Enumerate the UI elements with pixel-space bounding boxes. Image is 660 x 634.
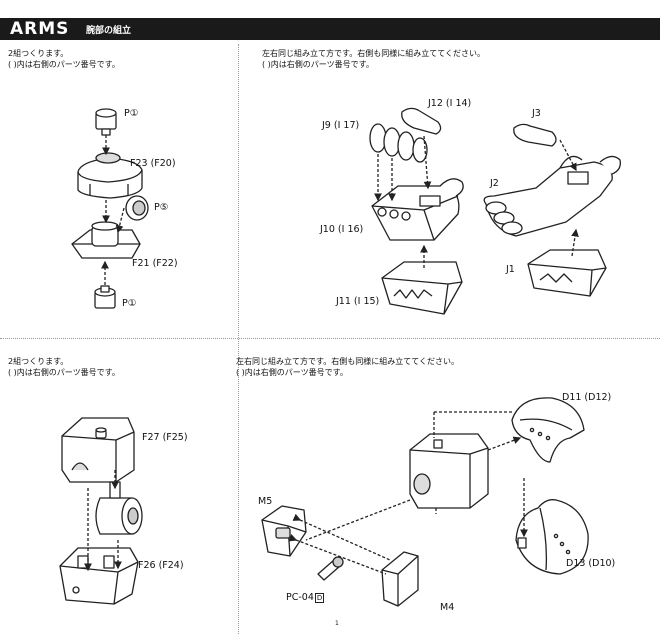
part-j10 (371, 178, 464, 241)
part-j12 (401, 107, 442, 135)
bottom-left-elbow (59, 417, 143, 605)
part-f23 (77, 152, 143, 199)
label-f23: F23 (F20) (130, 158, 176, 169)
part-d11 (511, 397, 585, 463)
label-d11: D11 (D12) (562, 392, 612, 403)
part-p1-bottom (94, 285, 116, 309)
top-left-guides (101, 135, 125, 285)
label-m4: M4 (440, 602, 455, 613)
label-j1: J1 (506, 264, 515, 275)
part-f21 (71, 221, 141, 259)
bottom-left-guides (84, 470, 122, 572)
part-p1-top (95, 108, 117, 136)
label-f26: F26 (F24) (138, 560, 184, 571)
label-j12: J12 (I 14) (428, 98, 472, 109)
section-title: ARMS (10, 19, 70, 39)
label-j11: J11 (I 15) (336, 296, 380, 307)
part-joint-cylinder (95, 481, 143, 535)
part-m5 (261, 505, 307, 557)
bottom-right-shoulder (261, 397, 589, 607)
top-right-guides-right (559, 139, 579, 257)
part-j3 (513, 123, 557, 147)
label-j2: J2 (490, 178, 499, 189)
header-bar: ARMS 腕部の組立 (0, 18, 660, 40)
part-shoulder-block (409, 433, 489, 509)
part-j2 (483, 155, 621, 237)
label-f21: F21 (F22) (132, 258, 178, 269)
top-right-left-hand (369, 107, 464, 315)
top-right-guides-left (374, 135, 432, 268)
part-m4 (381, 551, 419, 607)
top-left-upper-arm-parts (71, 108, 149, 309)
label-p1-bottom: P① (122, 298, 137, 309)
top-right-note: 左右同じ組み立て方です。右側も同様に組み立ててください。 ( )内は右側のパーツ… (262, 49, 485, 69)
horizontal-divider (0, 338, 660, 339)
part-j11 (381, 261, 463, 315)
label-f27: F27 (F25) (142, 432, 188, 443)
label-d13: D13 (D10) (566, 558, 616, 569)
part-f26 (59, 547, 139, 605)
page-number: 1 (335, 620, 339, 627)
label-p5: P⑤ (154, 202, 169, 213)
bottom-right-guides (288, 411, 528, 575)
section-subtitle: 腕部の組立 (86, 26, 132, 36)
label-j3: J3 (532, 108, 541, 119)
bottom-left-note: 2組つくります。 ( )内は右側のパーツ番号です。 (8, 357, 120, 377)
part-p5 (125, 195, 149, 221)
bottom-right-note: 左右同じ組み立て方です。右側も同様に組み立ててください。 ( )内は右側のパーツ… (236, 357, 459, 377)
label-p1-top: P① (124, 108, 139, 119)
part-f27 (61, 417, 135, 483)
label-m5: M5 (258, 496, 273, 507)
label-j9: J9 (I 17) (322, 120, 360, 131)
part-j9 (369, 123, 428, 163)
vertical-divider (238, 44, 239, 634)
part-d13 (515, 499, 589, 575)
pc04-tag: D (314, 593, 325, 603)
label-j10: J10 (I 16) (320, 224, 364, 235)
part-pc04 (317, 556, 344, 581)
top-left-note: 2組つくります。 ( )内は右側のパーツ番号です。 (8, 49, 120, 69)
part-j1 (527, 249, 607, 297)
top-right-right-hand (483, 123, 621, 297)
